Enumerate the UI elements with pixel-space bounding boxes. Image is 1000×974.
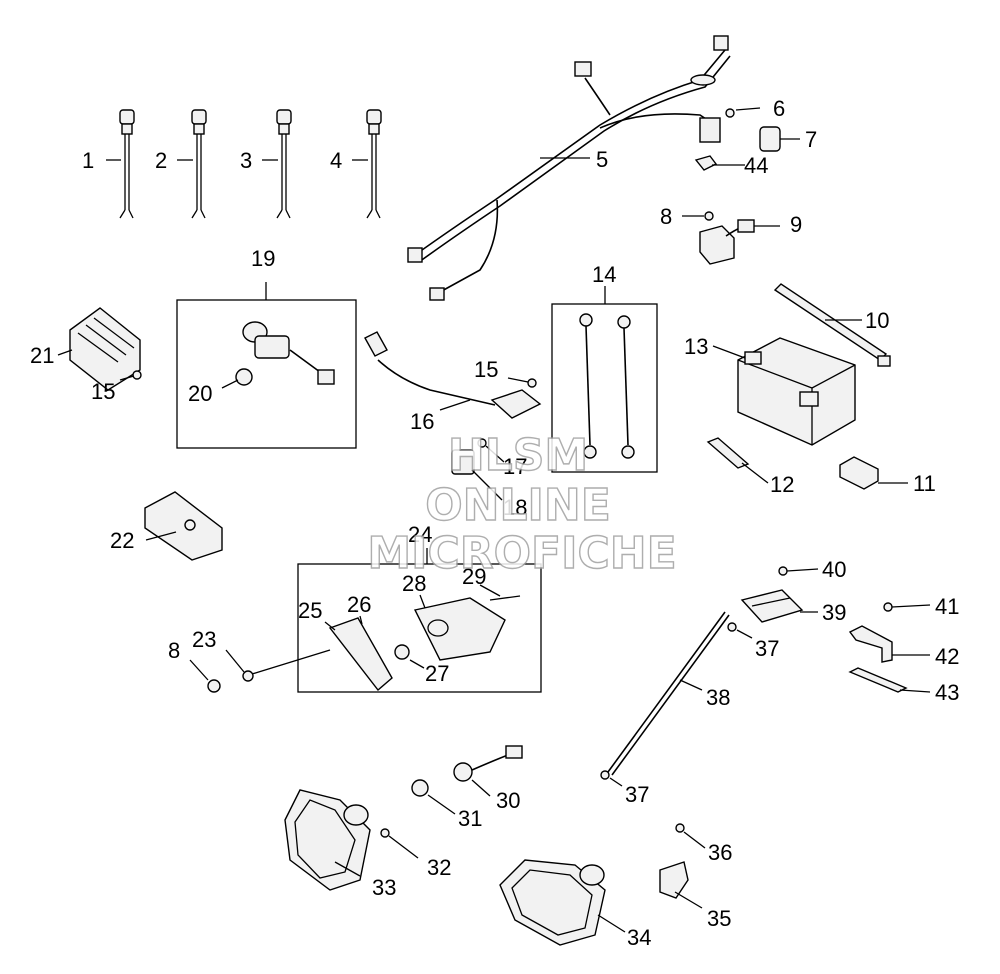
headlight-socket <box>453 745 523 782</box>
ignition-coil <box>364 331 542 419</box>
callout-1: 1 <box>82 148 94 173</box>
tool-pouch <box>144 491 223 561</box>
callout-22: 22 <box>110 528 134 553</box>
screw-32 <box>380 828 390 838</box>
nut-8 <box>207 679 221 693</box>
strip-43 <box>848 667 908 693</box>
callout-37-bottom: 37 <box>625 782 649 807</box>
callout-15-coil: 15 <box>474 357 498 382</box>
ignition-switch <box>242 321 335 385</box>
callout-2: 2 <box>155 148 167 173</box>
battery-pad <box>839 456 879 490</box>
screw-6 <box>725 108 735 118</box>
callout-12: 12 <box>770 472 794 497</box>
rod-38 <box>607 611 730 776</box>
washer-23 <box>242 670 254 682</box>
callout-15-regulator: 15 <box>91 379 115 404</box>
tail-light-housing <box>413 595 521 661</box>
headlight-left <box>284 789 371 891</box>
callout-39: 39 <box>822 600 846 625</box>
screw-40 <box>778 566 788 576</box>
cover-7 <box>759 126 781 152</box>
bulb-27 <box>394 644 410 660</box>
voltage-regulator <box>69 307 142 391</box>
callout-44: 44 <box>744 153 768 178</box>
wire-harness <box>407 35 731 301</box>
callout-3: 3 <box>240 148 252 173</box>
callout-4: 4 <box>330 148 342 173</box>
bolt-36 <box>675 823 685 833</box>
callout-16: 16 <box>410 409 434 434</box>
battery <box>737 337 856 446</box>
callout-31: 31 <box>458 806 482 831</box>
watermark-line-2: ONLINE <box>425 480 611 531</box>
screw-17 <box>477 438 487 448</box>
battery-cable-neg <box>617 315 635 459</box>
clip-37-bottom <box>600 770 610 780</box>
callout-10: 10 <box>865 308 889 333</box>
callout-36: 36 <box>708 840 732 865</box>
label-12 <box>706 437 750 469</box>
o-ring-20 <box>235 368 253 386</box>
callout-8-relay: 8 <box>660 204 672 229</box>
callout-33: 33 <box>372 875 396 900</box>
callout-19: 19 <box>251 246 275 271</box>
bracket-42 <box>848 625 893 663</box>
callout-6: 6 <box>773 96 785 121</box>
control-module <box>740 589 804 623</box>
tail-light-gasket <box>328 617 393 692</box>
callout-25: 25 <box>298 598 322 623</box>
sensor-wire-2 <box>191 109 207 219</box>
callout-21: 21 <box>30 343 54 368</box>
watermark-line-3: MICROFICHE <box>367 528 676 579</box>
headlight-right <box>499 859 606 946</box>
callout-13: 13 <box>684 334 708 359</box>
callout-40: 40 <box>822 557 846 582</box>
callout-11: 11 <box>913 471 936 496</box>
callout-29: 29 <box>462 564 486 589</box>
sensor-wire-1 <box>119 109 135 219</box>
callout-20: 20 <box>188 381 212 406</box>
clip-37-top <box>727 622 737 632</box>
callout-8-nut: 8 <box>168 638 180 663</box>
headlight-bulb <box>411 779 429 797</box>
callout-18: 18 <box>503 495 527 520</box>
callout-17: 17 <box>503 454 527 479</box>
callout-32: 32 <box>427 855 451 880</box>
tail-light-box <box>297 563 542 693</box>
callout-14: 14 <box>592 262 616 287</box>
clip-44 <box>694 155 718 171</box>
callout-24: 24 <box>408 522 432 547</box>
starter-relay <box>699 211 755 265</box>
callout-23: 23 <box>192 627 216 652</box>
callout-42: 42 <box>935 644 959 669</box>
callout-43: 43 <box>935 680 959 705</box>
screw-41 <box>883 602 893 612</box>
callout-34: 34 <box>627 925 651 950</box>
sensor-wire-4 <box>366 109 382 219</box>
callout-27: 27 <box>425 661 449 686</box>
callout-38: 38 <box>706 685 730 710</box>
callout-37-top: 37 <box>755 636 779 661</box>
battery-cable-pos <box>579 313 597 459</box>
watermark-line-1: HLSM <box>448 430 588 481</box>
callout-26: 26 <box>347 592 371 617</box>
cable-tie <box>773 283 891 367</box>
callout-5: 5 <box>596 147 608 172</box>
callout-41: 41 <box>935 594 959 619</box>
sensor-wire-3 <box>276 109 292 219</box>
callout-9: 9 <box>790 212 802 237</box>
callout-28: 28 <box>402 571 426 596</box>
switch-18 <box>451 449 475 475</box>
callout-7: 7 <box>805 127 817 152</box>
callout-35: 35 <box>707 906 731 931</box>
callout-30: 30 <box>496 788 520 813</box>
bracket-35 <box>659 861 689 899</box>
